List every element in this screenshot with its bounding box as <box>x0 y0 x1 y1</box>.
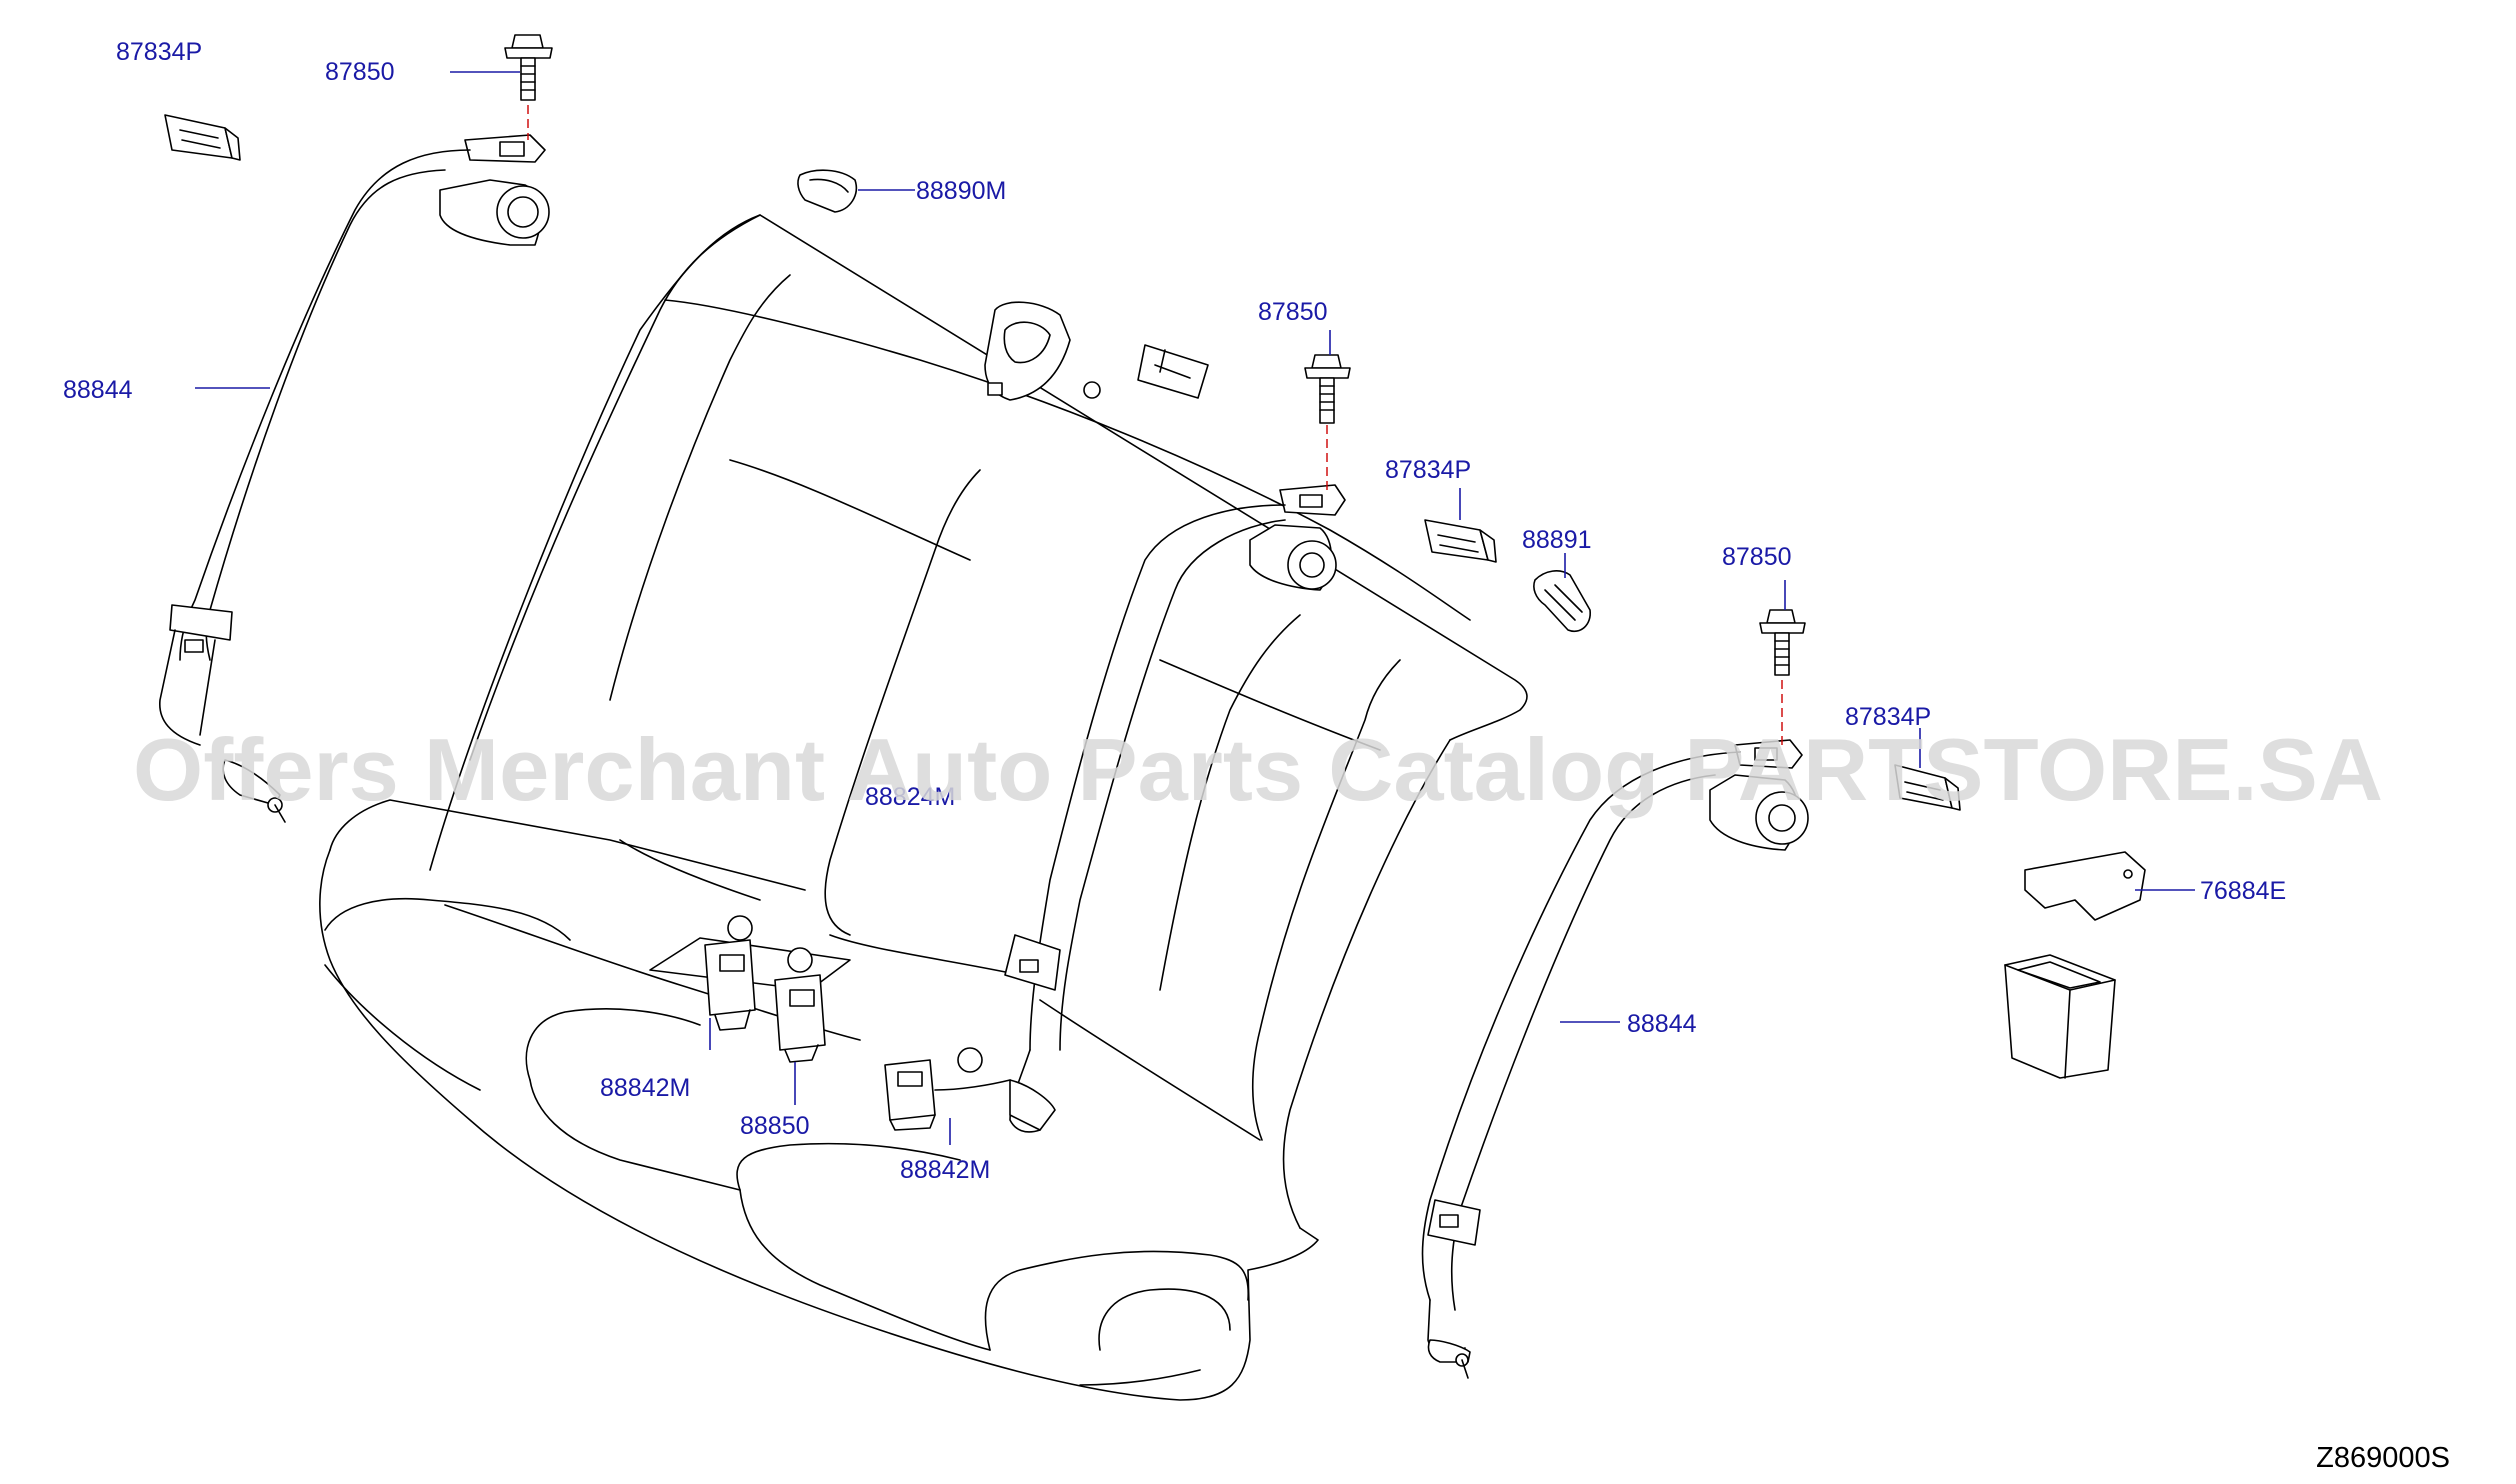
callout-88842M-center: 88842M <box>900 1156 990 1184</box>
cover-87834P-right <box>1894 764 1961 811</box>
bolt-87850-center <box>1304 354 1351 490</box>
callout-88842M-left: 88842M <box>600 1074 690 1102</box>
seat-cushion <box>319 799 1319 1401</box>
callout-88890M: 88890M <box>916 177 1006 205</box>
bolt-87850-right <box>1759 609 1806 745</box>
watermark-text: Offers Merchant Auto Parts Catalog PARTS… <box>133 720 2383 819</box>
clip-88890M <box>797 169 857 213</box>
storage-box <box>2004 954 2116 1079</box>
center-seatbelt <box>1004 484 1346 1133</box>
diagram-code: Z869000S <box>2316 1442 2450 1474</box>
callout-88844-right: 88844 <box>1627 1010 1697 1038</box>
cover-88891 <box>1533 570 1591 632</box>
cover-87834P-center <box>1424 519 1497 563</box>
cover-87834P-left <box>164 114 241 161</box>
callout-87850-top-left: 87850 <box>325 58 395 86</box>
callout-88850: 88850 <box>740 1112 810 1140</box>
buckle-88850-right <box>774 947 826 1063</box>
callout-88891: 88891 <box>1522 526 1592 554</box>
callout-87834P-top-left: 87834P <box>116 38 202 66</box>
seatback-88824M <box>429 214 1528 1229</box>
callout-87834P-center: 87834P <box>1385 456 1471 484</box>
bolt-87850-left <box>504 34 553 140</box>
belt-guide <box>984 301 1209 401</box>
callout-87850-center: 87850 <box>1258 298 1328 326</box>
callout-88844-left: 88844 <box>63 376 133 404</box>
plate-76884E <box>2024 851 2146 921</box>
right-seatbelt-88844 <box>1421 739 1809 1379</box>
left-seatbelt-88844 <box>159 134 550 823</box>
callout-76884E: 76884E <box>2200 877 2286 905</box>
callout-87834P-right: 87834P <box>1845 703 1931 731</box>
callout-88824M: 88824M <box>865 783 955 811</box>
buckle-88842M-center <box>884 1047 1011 1131</box>
callout-labels: 87834P 87850 88890M 88844 87850 87834P 8… <box>63 38 2286 1184</box>
callout-87850-right: 87850 <box>1722 543 1792 571</box>
leader-lines <box>195 71 2195 1145</box>
